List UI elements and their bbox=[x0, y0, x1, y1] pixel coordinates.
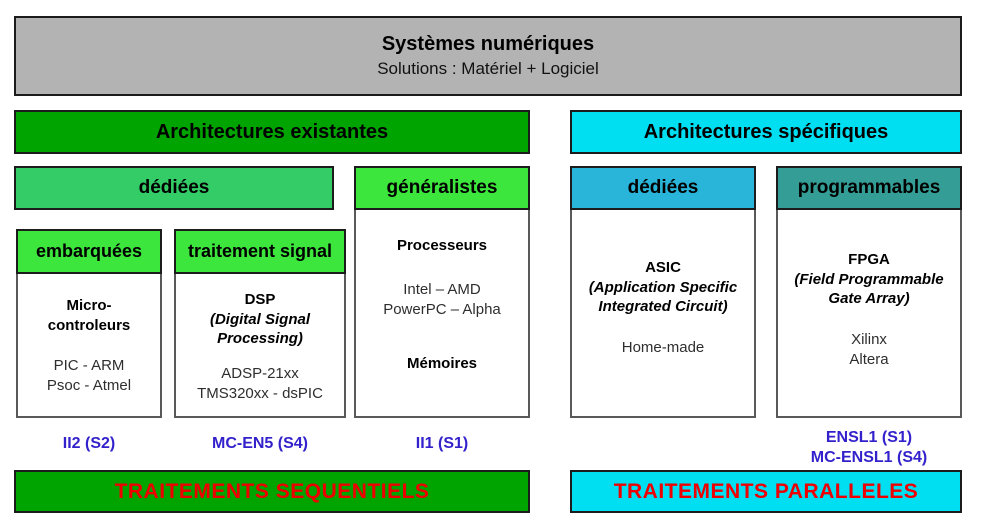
signal-processing-body: DSP (Digital Signal Processing) ADSP-21x… bbox=[174, 274, 346, 418]
fpga-line-2: Altera bbox=[849, 351, 889, 368]
specific-architectures-label: Architectures spécifiques bbox=[643, 120, 889, 143]
embarquees-label: embarquées bbox=[35, 241, 143, 261]
dsp-subtitle-2: Processing) bbox=[217, 330, 303, 347]
fpga-body: FPGA (Field Programmable Gate Array) Xil… bbox=[776, 210, 962, 418]
asic-subtitle-1: (Application Specific bbox=[588, 279, 738, 296]
microcontrollers-title-2: controleurs bbox=[47, 317, 131, 334]
processors-line-1: Intel – AMD bbox=[403, 281, 481, 298]
course-label-ii2: II2 (S2) bbox=[62, 435, 116, 452]
programmables-header: programmables bbox=[776, 166, 962, 210]
specific-architectures-bar: Architectures spécifiques bbox=[570, 110, 962, 154]
generalistes-label: généralistes bbox=[386, 177, 498, 198]
right-dediees-label: dédiées bbox=[627, 177, 699, 198]
existing-architectures-label: Architectures existantes bbox=[155, 120, 389, 143]
course-label-ensl1: ENSL1 (S1) bbox=[825, 429, 913, 446]
fpga-subtitle-1: (Field Programmable bbox=[794, 271, 944, 288]
dsp-title: DSP bbox=[244, 291, 276, 308]
asic-title: ASIC bbox=[645, 259, 681, 276]
fpga-subtitle-2: Gate Array) bbox=[828, 290, 910, 307]
asic-line-1: Home-made bbox=[621, 339, 705, 356]
systems-header-box: Systèmes numériques Solutions : Matériel… bbox=[14, 16, 962, 96]
asic-body: ASIC (Application Specific Integrated Ci… bbox=[570, 210, 756, 418]
asic-subtitle-2: Integrated Circuit) bbox=[598, 298, 728, 315]
microcontrollers-title-1: Micro- bbox=[66, 297, 112, 314]
signal-processing-label: traitement signal bbox=[187, 241, 333, 261]
microcontrollers-line-2: Psoc - Atmel bbox=[46, 377, 132, 394]
left-dediees-label: dédiées bbox=[138, 177, 210, 198]
signal-processing-header: traitement signal bbox=[174, 229, 346, 274]
parallel-processing-label: TRAITEMENTS PARALLELES bbox=[613, 479, 919, 503]
fpga-line-1: Xilinx bbox=[851, 331, 887, 348]
memories-title: Mémoires bbox=[406, 355, 478, 372]
left-dediees-header: dédiées bbox=[14, 166, 334, 210]
parallel-processing-bar: TRAITEMENTS PARALLELES bbox=[570, 470, 962, 513]
sequential-processing-label: TRAITEMENTS SEQUENTIELS bbox=[114, 479, 430, 503]
fpga-title: FPGA bbox=[848, 251, 890, 268]
course-label-mc-en5: MC-EN5 (S4) bbox=[211, 435, 308, 452]
dsp-line-1: ADSP-21xx bbox=[221, 365, 299, 382]
course-label-ii1: II1 (S1) bbox=[415, 435, 469, 452]
processors-title: Processeurs bbox=[396, 237, 488, 254]
dsp-subtitle-1: (Digital Signal bbox=[209, 311, 310, 328]
embarquees-body: Micro- controleurs PIC - ARM Psoc - Atme… bbox=[16, 274, 162, 418]
microcontrollers-line-1: PIC - ARM bbox=[53, 357, 125, 374]
page-subtitle: Solutions : Matériel + Logiciel bbox=[377, 59, 599, 78]
sequential-processing-bar: TRAITEMENTS SEQUENTIELS bbox=[14, 470, 530, 513]
page-title: Systèmes numériques bbox=[381, 33, 595, 55]
generalistes-header: généralistes bbox=[354, 166, 530, 210]
processors-line-2: PowerPC – Alpha bbox=[383, 301, 501, 318]
embarquees-header: embarquées bbox=[16, 229, 162, 274]
course-label-mc-ensl1: MC-ENSL1 (S4) bbox=[810, 449, 928, 466]
dsp-line-2: TMS320xx - dsPIC bbox=[197, 385, 323, 402]
right-dediees-header: dédiées bbox=[570, 166, 756, 210]
existing-architectures-bar: Architectures existantes bbox=[14, 110, 530, 154]
programmables-label: programmables bbox=[797, 177, 941, 198]
generalistes-body: Processeurs Intel – AMD PowerPC – Alpha … bbox=[354, 210, 530, 418]
